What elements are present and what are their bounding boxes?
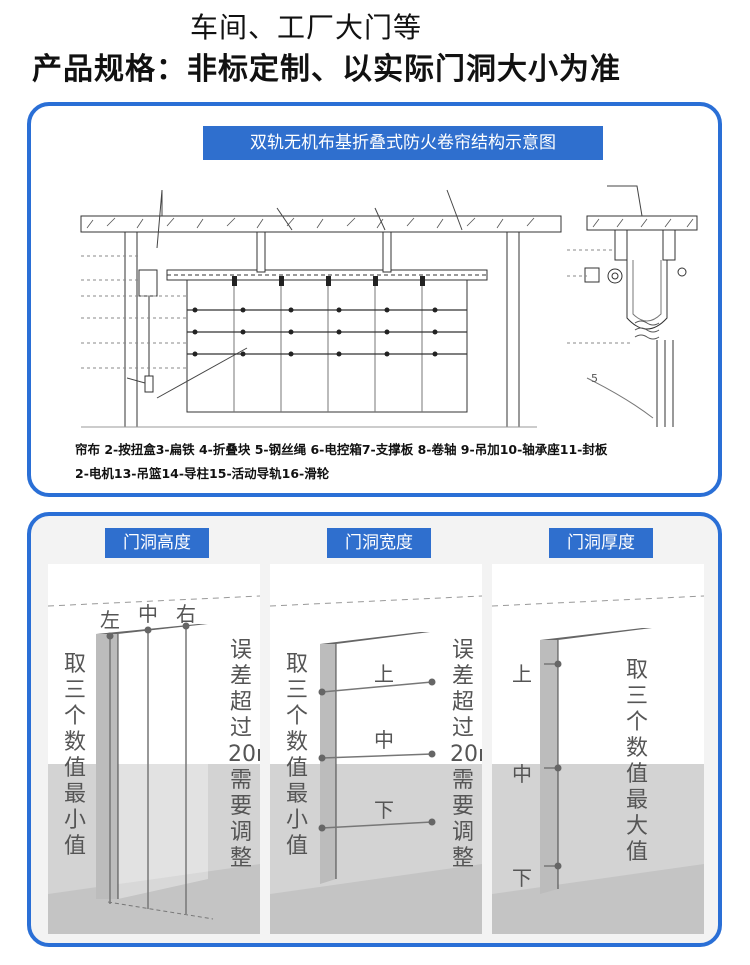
thickness-top-label: 上 bbox=[512, 662, 532, 686]
structure-diagram: 5 bbox=[80, 185, 698, 428]
width-top-label: 上 bbox=[374, 662, 394, 686]
width-take-text: 取三个数值最小值 bbox=[285, 652, 308, 859]
width-illustration bbox=[270, 595, 482, 934]
width-title: 门洞宽度 bbox=[327, 528, 431, 558]
legend-line2: 2-电机13-吊篮14-导柱15-活动导轨16-滑轮 bbox=[75, 466, 330, 481]
height-left-label: 左 bbox=[100, 608, 120, 632]
width-middle-label: 中 bbox=[374, 728, 394, 752]
thickness-take-text: 取三个数值最大值 bbox=[625, 658, 648, 865]
thickness-title: 门洞厚度 bbox=[549, 528, 653, 558]
height-title: 门洞高度 bbox=[105, 528, 209, 558]
height-take-text: 取三个数值最小值 bbox=[63, 652, 86, 859]
measure-panel: 门洞高度 左 中 右 取三个数值最小值 误差超过20mm需要调整 门洞宽度 bbox=[27, 512, 722, 947]
width-bottom-label: 下 bbox=[374, 798, 394, 822]
width-card: 上 中 下 取三个数值最小值 误差超过20mm需要调整 bbox=[270, 564, 482, 934]
thickness-middle-label: 中 bbox=[512, 762, 532, 786]
thickness-bottom-label: 下 bbox=[512, 866, 532, 890]
header-line2: 产品规格：非标定制、以实际门洞大小为准 bbox=[32, 52, 621, 87]
height-illustration bbox=[48, 595, 260, 934]
height-right-label: 右 bbox=[176, 602, 196, 626]
height-card: 左 中 右 取三个数值最小值 误差超过20mm需要调整 bbox=[48, 564, 260, 934]
width-error-text: 误差超过20mm需要调整 bbox=[450, 638, 482, 871]
thickness-illustration bbox=[492, 595, 704, 934]
structure-title: 双轨无机布基折叠式防火卷帘结构示意图 bbox=[203, 126, 603, 160]
thickness-card: 上 中 下 取三个数值最大值 bbox=[492, 564, 704, 934]
header-line1: 车间、工厂大门等 bbox=[190, 11, 423, 44]
legend-line1: 帘布 2-按扭盒3-扁铁 4-折叠块 5-钢丝绳 6-电控箱7-支撑板 8-卷轴… bbox=[75, 442, 608, 457]
height-center-label: 中 bbox=[138, 602, 158, 626]
height-error-text: 误差超过20mm需要调整 bbox=[228, 638, 260, 871]
structure-panel: 双轨无机布基折叠式防火卷帘结构示意图 bbox=[27, 102, 722, 497]
side-label: 5 bbox=[591, 372, 598, 385]
